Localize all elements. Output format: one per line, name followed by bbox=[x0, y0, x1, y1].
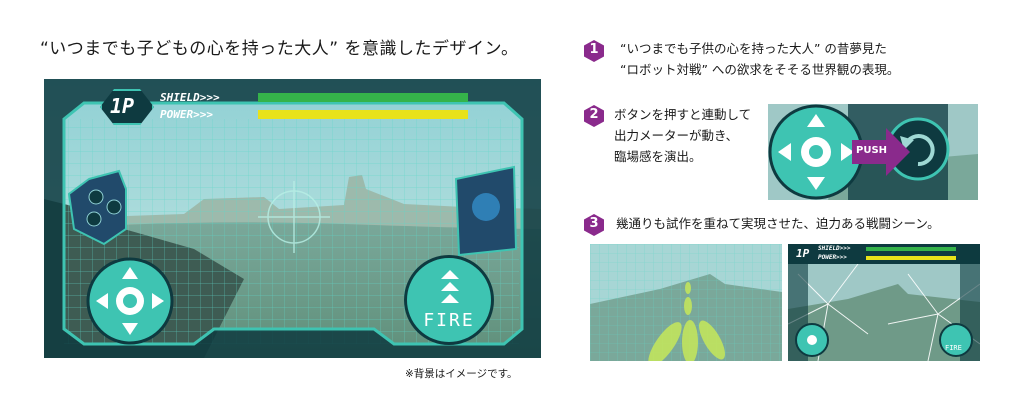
globe-panel bbox=[454, 165, 518, 257]
power-meter bbox=[258, 110, 468, 119]
hud-bar: 1P SHIELD>>> POWER>>> bbox=[100, 89, 480, 123]
mini-shield-meter bbox=[866, 247, 956, 251]
shield-meter bbox=[258, 93, 468, 102]
dpad-icon bbox=[86, 257, 174, 345]
fire-button-mini bbox=[939, 323, 973, 357]
mini-fire-label: FIRE bbox=[945, 344, 962, 352]
battle-screenshot-2: 1P SHIELD>>> POWER>>> FIRE bbox=[788, 244, 980, 361]
laser-blasts bbox=[648, 282, 725, 361]
mini-player-label: 1P bbox=[796, 247, 810, 260]
radar-icon bbox=[67, 169, 127, 246]
step-1-line1: “いつまでも子供の心を持った大人” の昔夢見た bbox=[620, 41, 887, 56]
mini-shield-label: SHIELD>>> bbox=[818, 245, 851, 252]
step-3-number: 3 bbox=[589, 216, 599, 231]
step-3-badge: 3 bbox=[583, 214, 605, 236]
power-label: POWER>>> bbox=[160, 108, 213, 121]
step-2-number: 2 bbox=[589, 107, 599, 122]
main-game-screenshot: 1P SHIELD>>> POWER>>> FIRE bbox=[44, 79, 541, 358]
fire-arrows-icon bbox=[441, 270, 459, 303]
fire-button[interactable]: FIRE bbox=[404, 255, 494, 345]
step-2-badge: 2 bbox=[583, 105, 605, 127]
dpad-button[interactable] bbox=[86, 257, 174, 345]
step-1-line2: “ロボット対戦” への欲求をそそる世界観の表現。 bbox=[620, 62, 900, 77]
push-illustration: PUSH bbox=[768, 104, 978, 200]
step-3-text: 幾通りも試作を重ねて実現させた、迫力ある戦闘シーン。 bbox=[616, 213, 940, 234]
push-arrow-icon bbox=[852, 128, 910, 176]
mini-power-label: POWER>>> bbox=[818, 254, 847, 261]
player-label: 1P bbox=[110, 94, 135, 118]
step-1-badge: 1 bbox=[583, 40, 605, 62]
shield-label: SHIELD>>> bbox=[160, 91, 220, 104]
step-3-line1: 幾通りも試作を重ねて実現させた、迫力ある戦闘シーン。 bbox=[616, 216, 940, 231]
step-2-line1: ボタンを押すと連動して bbox=[614, 107, 752, 122]
step-2-line3: 臨場感を演出。 bbox=[614, 149, 702, 164]
step-2-line2: 出力メーターが動き、 bbox=[614, 128, 739, 143]
step-2-text: ボタンを押すと連動して 出力メーターが動き、 臨場感を演出。 bbox=[614, 104, 751, 167]
shield-fill bbox=[258, 93, 468, 102]
battle-screenshot-1 bbox=[590, 244, 782, 361]
fire-label: FIRE bbox=[423, 310, 475, 331]
dpad-icon bbox=[768, 104, 864, 200]
background-note: ※背景はイメージです。 bbox=[405, 368, 518, 380]
crosshair bbox=[258, 181, 330, 253]
headline: “いつまでも子どもの心を持った大人” を意識したデザイン。 bbox=[40, 39, 519, 59]
push-label: PUSH bbox=[856, 145, 888, 156]
power-fill bbox=[258, 110, 468, 119]
mini-power-meter bbox=[866, 256, 956, 260]
step-1-text: “いつまでも子供の心を持った大人” の昔夢見た “ロボット対戦” への欲求をそそ… bbox=[620, 38, 899, 80]
step-1-number: 1 bbox=[589, 42, 599, 57]
